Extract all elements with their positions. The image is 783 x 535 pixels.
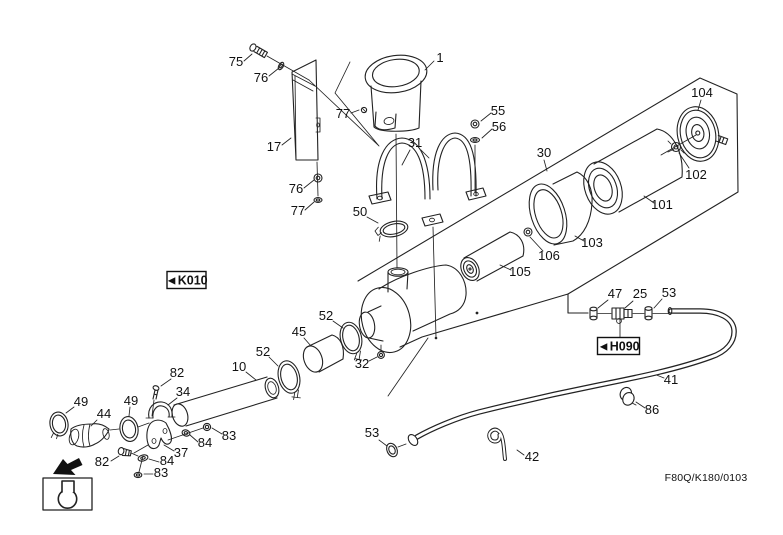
cap-1-drawing (364, 54, 428, 269)
part-label-56: 56 (492, 119, 506, 134)
part-label-37: 37 (174, 445, 188, 460)
bracket-37-drawing (146, 419, 173, 450)
hook-42-drawing (487, 427, 507, 461)
ring-49a-drawing (49, 411, 69, 440)
fitting-53a-drawing (644, 306, 653, 321)
part-label-45: 45 (292, 324, 306, 339)
footer-code: F80Q/K180/0103 (665, 472, 748, 484)
hose-41-drawing (397, 306, 737, 448)
screw-77a-drawing (360, 106, 368, 114)
panel-17-drawing (291, 59, 321, 197)
part-label-75: 75 (229, 54, 243, 69)
part-label-53a: 53 (662, 285, 676, 300)
clamp-34-drawing (145, 401, 176, 419)
washer-56-drawing (469, 137, 481, 193)
part-label-49b: 49 (124, 393, 138, 408)
air-cleaner-body-drawing (358, 264, 467, 354)
clamp-86-drawing (619, 386, 637, 406)
part-label-102: 102 (685, 167, 707, 182)
part-label-52a: 52 (319, 308, 333, 323)
direction-arrow-icon (53, 458, 83, 475)
washer-77b-drawing (313, 197, 323, 203)
part-label-84a: 84 (198, 435, 212, 450)
panel-link-lines (308, 61, 380, 147)
ring-53b-drawing (386, 442, 398, 458)
filter-101-drawing (583, 128, 683, 215)
part-label-104: 104 (691, 85, 713, 100)
straps-31-drawing (368, 132, 487, 340)
part-label-1: 1 (436, 50, 443, 65)
ref-tag-h090-label[interactable]: ◄H090 (597, 340, 639, 354)
washer-83b-drawing (133, 471, 143, 479)
part-label-103: 103 (581, 235, 603, 250)
ref-tag-h090[interactable]: ◄H090 (596, 336, 641, 356)
clamp-50-drawing (374, 220, 409, 242)
bolt-82b-drawing (117, 447, 132, 457)
part-label-86: 86 (645, 402, 659, 417)
clamp-52b-drawing (277, 360, 301, 400)
cartridge-105-drawing (460, 231, 525, 282)
part-label-53b: 53 (365, 425, 379, 440)
clamp-52a-drawing (339, 321, 363, 361)
union-25-drawing (611, 307, 633, 338)
elbow-link-lines (109, 422, 150, 431)
part-label-105: 105 (509, 264, 531, 279)
fitting-row-lines (567, 312, 670, 314)
washer-84a-drawing (181, 429, 191, 437)
nut-106-drawing (523, 227, 533, 237)
part-label-76a: 76 (254, 70, 268, 85)
part-labels: 75 76 17 76 77 77 1 31 55 56 50 30 104 1… (74, 50, 713, 480)
nut-76b-drawing (313, 173, 323, 183)
part-label-17: 17 (267, 139, 281, 154)
part-label-82b: 82 (95, 454, 109, 469)
fitting-47-drawing (589, 306, 598, 321)
part-label-10: 10 (232, 359, 246, 374)
part-label-47: 47 (608, 286, 622, 301)
part-label-76b: 76 (289, 181, 303, 196)
legend-box (42, 477, 93, 511)
leader-lines (65, 53, 702, 475)
part-label-25: 25 (633, 286, 647, 301)
part-label-30: 30 (537, 145, 551, 160)
part-label-31: 31 (408, 135, 422, 150)
ref-tag-k010[interactable]: ◄K010 (165, 270, 208, 290)
part-label-32: 32 (355, 356, 369, 371)
part-label-44: 44 (97, 406, 111, 421)
nut-55-drawing (470, 119, 480, 129)
part-label-52b: 52 (256, 344, 270, 359)
keyhole-icon (57, 480, 78, 509)
washer-84b-drawing (137, 454, 149, 462)
part-label-84b: 84 (160, 453, 174, 468)
part-label-77a: 77 (336, 106, 350, 121)
part-label-50: 50 (353, 204, 367, 219)
part-label-41: 41 (664, 372, 678, 387)
cover-104-drawing (676, 106, 729, 162)
bolt-75-drawing (249, 43, 310, 81)
ring-49b-drawing (119, 416, 139, 442)
part-label-34: 34 (176, 384, 190, 399)
washer-76a-drawing (277, 61, 285, 71)
part-label-83a: 83 (222, 428, 236, 443)
part-label-83b: 83 (154, 465, 168, 480)
part-label-55: 55 (491, 103, 505, 118)
nut-32-drawing (377, 344, 385, 359)
part-label-82a: 82 (170, 365, 184, 380)
part-label-77b: 77 (291, 203, 305, 218)
part-label-42: 42 (525, 449, 539, 464)
part-label-106: 106 (538, 248, 560, 263)
bolt-82a-drawing (151, 385, 160, 417)
washer-83a-drawing (202, 422, 212, 432)
part-label-101: 101 (651, 197, 673, 212)
part-label-49a: 49 (74, 394, 88, 409)
elbow-44-drawing (68, 423, 110, 448)
ref-tag-k010-label[interactable]: ◄K010 (165, 274, 207, 288)
sleeve-103-drawing (528, 171, 593, 246)
sleeve-45-drawing (302, 334, 344, 373)
